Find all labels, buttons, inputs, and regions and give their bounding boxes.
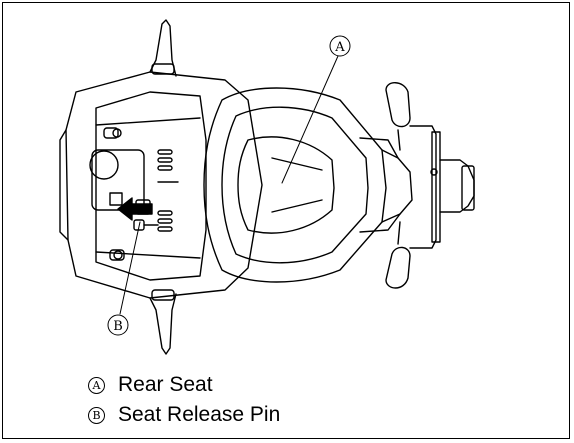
rear-light-bottom	[109, 249, 125, 261]
bumper-plate	[461, 165, 475, 211]
callout-b-leader	[119, 221, 141, 315]
mirror-stem-top	[397, 129, 401, 151]
grab-handle-bottom	[149, 293, 177, 355]
seat-crease-bottom	[271, 199, 323, 213]
rear-bumper	[59, 129, 69, 241]
callout-a-circle	[329, 35, 351, 57]
storage-compartment	[91, 149, 145, 211]
seat-crease-top	[271, 157, 323, 171]
rear-body-outline	[65, 71, 263, 299]
legend-item-rear-seat: A Rear Seat	[88, 370, 280, 400]
mirror-bottom	[385, 246, 411, 289]
legend-marker-a: A	[88, 376, 105, 394]
seat-cushion-center	[237, 136, 335, 234]
rear-seat-outline	[203, 87, 387, 283]
handle-mount-top	[151, 63, 175, 75]
legend: A Rear Seat B Seat Release Pin	[88, 370, 280, 430]
callout-b-label: B	[113, 319, 123, 334]
bolt-top	[112, 128, 122, 138]
legend-marker-b: B	[88, 406, 105, 424]
vent-slots	[157, 149, 179, 232]
handle-mount-bottom	[151, 289, 175, 301]
console-detail	[359, 137, 401, 233]
mirror-top	[385, 82, 411, 128]
rear-body-inner	[95, 91, 207, 281]
front-bumper	[439, 159, 475, 213]
latch-square	[109, 192, 123, 206]
bracket-bolt	[430, 168, 438, 176]
legend-label-seat-release-pin: Seat Release Pin	[118, 403, 281, 426]
mirror-stem-bottom	[397, 221, 401, 245]
front-console	[381, 149, 413, 223]
callout-b-circle	[107, 314, 129, 336]
bolt-bottom	[113, 250, 123, 260]
legend-label-rear-seat: Rear Seat	[118, 373, 213, 396]
callout-a-label: A	[334, 40, 345, 55]
callout-a-leader	[281, 55, 339, 184]
body-line-2	[95, 251, 201, 259]
front-bracket	[409, 125, 437, 249]
body-line-1	[95, 117, 201, 126]
rear-light-top	[103, 127, 119, 139]
gas-cap	[89, 150, 119, 180]
rear-seat-inner	[221, 106, 369, 264]
bracket-bar	[431, 131, 441, 243]
legend-item-seat-release-pin: B Seat Release Pin	[88, 400, 280, 430]
grab-handle-top	[149, 19, 177, 77]
release-arrow	[117, 197, 153, 221]
